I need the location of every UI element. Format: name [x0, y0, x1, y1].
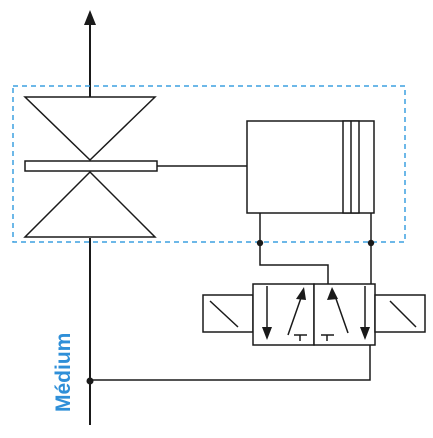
valve-lower-triangle — [23, 170, 157, 238]
arrow-up-icon — [84, 10, 96, 25]
junction-dot — [86, 377, 94, 385]
air-line-left — [259, 213, 329, 285]
junction-dot — [256, 239, 264, 247]
piston-rod — [24, 160, 158, 172]
air-lines — [90, 213, 372, 381]
valve-right-flow-paths — [321, 286, 366, 341]
solenoid-coil-icon — [202, 294, 254, 333]
pinch-valve-symbol — [23, 96, 157, 238]
4-2-solenoid-valve-symbol — [252, 283, 376, 346]
valve-upper-triangle — [23, 96, 157, 162]
medium-label: Médium — [52, 333, 75, 412]
valve-left-flow-paths — [266, 286, 307, 341]
actuator-group-border — [12, 85, 406, 243]
arrow-up-icon — [327, 287, 338, 300]
flow-path-diagonal — [287, 294, 303, 336]
junction-dot — [367, 239, 375, 247]
flow-path-diagonal — [333, 292, 349, 334]
arrow-down-icon — [360, 327, 370, 340]
arrow-down-icon — [262, 327, 272, 340]
return-line — [90, 345, 371, 381]
pneumatic-cylinder-symbol — [246, 120, 375, 214]
arrow-up-icon — [296, 287, 306, 300]
solenoid-coil-icon — [374, 294, 426, 333]
